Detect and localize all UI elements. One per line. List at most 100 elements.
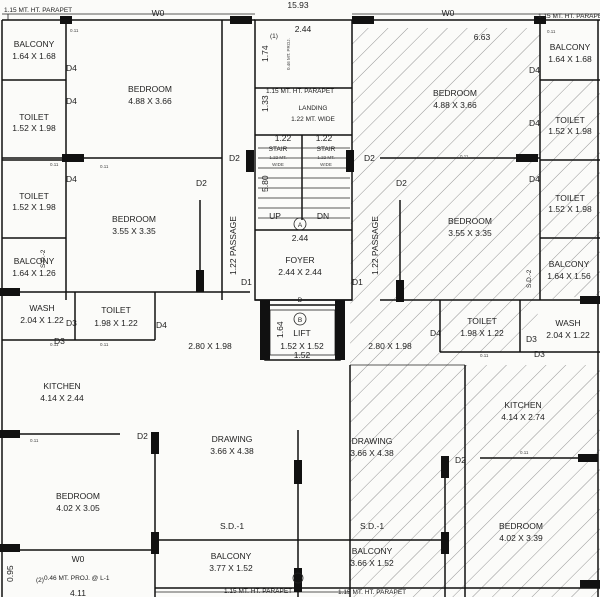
- small-dim: 0.11: [30, 438, 39, 443]
- door-label: D4: [66, 96, 77, 106]
- room-size: 4.02 X 3.39: [499, 533, 543, 543]
- room-name: BEDROOM: [112, 214, 156, 224]
- door-label: D3: [66, 318, 77, 328]
- parapet-label-bottom-l: 1.15 MT. HT. PARAPET: [224, 588, 292, 595]
- door-label: D4: [156, 320, 167, 330]
- dim-stair-width: 1.22: [316, 133, 333, 143]
- room-size: 4.02 X 3.05: [56, 503, 100, 513]
- stair-label-left: STAIR: [269, 146, 288, 153]
- door-label: D2: [396, 178, 407, 188]
- stair-treads: [258, 147, 350, 219]
- grid-b-label: B: [298, 317, 302, 324]
- room-name: BALCONY: [352, 546, 393, 556]
- room-name: WASH: [555, 318, 580, 328]
- room-name: TOILET: [101, 305, 131, 315]
- dim-vertical: 1.74: [260, 45, 270, 62]
- passage-label-left: 1.22 PASSAGE: [228, 216, 238, 275]
- dim-lift: 1.64: [275, 321, 285, 338]
- door-label: D3: [534, 349, 545, 359]
- door-label: D1: [241, 277, 252, 287]
- lift-door-label: D: [298, 297, 303, 304]
- small-dim: 0.11: [460, 154, 469, 159]
- room-size: 1.52 X 1.98: [548, 204, 592, 214]
- room-name: KITCHEN: [504, 400, 541, 410]
- small-dim: 0.11: [50, 342, 59, 347]
- room-name: BEDROOM: [448, 216, 492, 226]
- room-size: 2.04 X 1.22: [546, 330, 590, 340]
- room-size: 1.98 X 1.22: [460, 328, 504, 338]
- door-label: D3: [54, 336, 65, 346]
- room-size: 3.66 X 4.38: [210, 446, 254, 456]
- stair-up-label: UP: [269, 211, 281, 221]
- stair-width-left: 1.22 MT.: [269, 155, 286, 160]
- stair-down-label: DN: [317, 211, 329, 221]
- passage-dim-right: 2.80 X 1.98: [368, 341, 412, 351]
- parapet-label-bottom-r: 1.15 MT. HT. PARAPET: [338, 589, 406, 596]
- stair-wide-left: WIDE: [272, 162, 284, 167]
- grid-markers: A B (1) (2): [36, 33, 307, 584]
- room-name: TOILET: [19, 191, 49, 201]
- room-name: BEDROOM: [433, 88, 477, 98]
- room-name: DRAWING: [352, 436, 393, 446]
- parapet-label-tl: 1.15 MT. HT. PARAPET: [4, 7, 72, 14]
- dim-stair-width: 1.22: [275, 133, 292, 143]
- passage-dim-left: 2.80 X 1.98: [188, 341, 232, 351]
- door-label: D4: [66, 174, 77, 184]
- landing-label: LANDING: [299, 105, 328, 112]
- stair-wide-right: WIDE: [320, 162, 332, 167]
- room-size: 4.14 X 2.74: [501, 412, 545, 422]
- dim-core-top: 2.44: [295, 24, 312, 34]
- small-dim: 0.11: [520, 450, 529, 455]
- stair-label-right: STAIR: [317, 146, 336, 153]
- walls-right-unit: [349, 20, 600, 597]
- room-name: TOILET: [19, 112, 49, 122]
- room-name: BALCONY: [550, 42, 591, 52]
- room-name: BALCONY: [14, 256, 55, 266]
- dim-foyer: 2.44: [292, 233, 309, 243]
- room-size: 4.14 X 2.44: [40, 393, 84, 403]
- room-name: FOYER: [285, 255, 314, 265]
- dim-vertical: 5.80: [260, 175, 270, 192]
- grid-a-label: A: [298, 222, 303, 229]
- proj-label-bottom: 0.46 MT. PROJ. @ L-1: [44, 575, 110, 582]
- columns: [0, 16, 600, 592]
- room-size: 1.64 X 1.26: [12, 268, 56, 278]
- door-label: D2: [137, 431, 148, 441]
- outer-walls: [1, 13, 600, 597]
- window-label-bl: W0: [72, 554, 85, 564]
- door-label: D4: [529, 65, 540, 75]
- small-dim: 0.11: [50, 162, 59, 167]
- room-size: 1.64 X 1.68: [12, 51, 56, 61]
- window-label-tl: W0: [152, 8, 165, 18]
- annotations: 1.15 MT. HT. PARAPET 1.15 MT. HT. PARAPE…: [4, 0, 600, 597]
- room-size: 3.66 X 4.38: [350, 448, 394, 458]
- door-label: D4: [430, 328, 441, 338]
- small-dim: 0.11: [100, 342, 109, 347]
- room-labels-right: BALCONY 1.64 X 1.68 BEDROOM 4.88 X 3.66 …: [350, 42, 592, 568]
- passage-label-right: 1.22 PASSAGE: [370, 216, 380, 275]
- room-name: TOILET: [555, 115, 585, 125]
- room-size: 1.52 X 1.98: [12, 123, 56, 133]
- small-dim: 0.11: [70, 28, 79, 33]
- room-name: KITCHEN: [43, 381, 80, 391]
- dim-hatched-top: 6.63: [474, 32, 491, 42]
- door-label: D1: [352, 277, 363, 287]
- dim-bottom-left: 0.95: [5, 565, 15, 582]
- grid-1-label: (1): [270, 33, 278, 40]
- room-name: TOILET: [555, 193, 585, 203]
- room-labels-left: BALCONY 1.64 X 1.68 BEDROOM 4.88 X 3.66 …: [12, 39, 254, 573]
- room-size: 1.64 X 1.56: [547, 271, 591, 281]
- parapet-label-core: 1.15 MT. HT. PARAPET: [266, 88, 334, 95]
- room-name: BEDROOM: [499, 521, 543, 531]
- room-name: DRAWING: [212, 434, 253, 444]
- sliding-door-label: S.D.-1: [220, 521, 244, 531]
- sliding-door-label-2: S.D.-2: [40, 249, 47, 268]
- door-label: D3: [526, 334, 537, 344]
- small-dim: 0.11: [480, 353, 489, 358]
- window-label-tr: W0: [442, 8, 455, 18]
- small-dim: 0.11: [547, 29, 556, 34]
- room-size: 2.44 X 2.44: [278, 267, 322, 277]
- room-name: BALCONY: [211, 551, 252, 561]
- room-name: LIFT: [293, 328, 310, 338]
